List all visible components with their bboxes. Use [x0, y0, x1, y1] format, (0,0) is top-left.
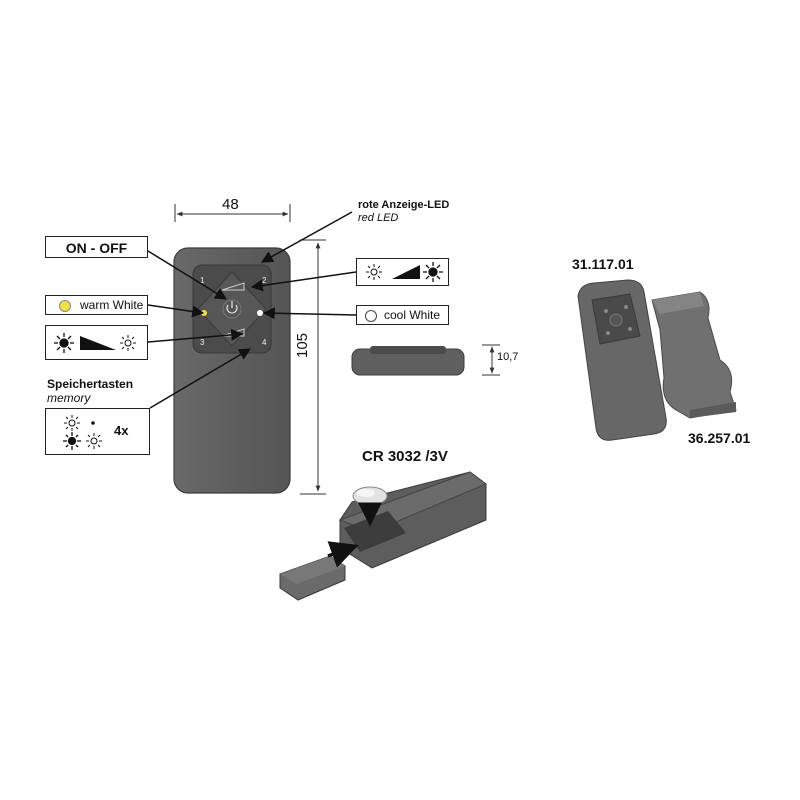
- battery-label: CR 3032 /3V: [362, 448, 448, 465]
- power-icon: [226, 301, 238, 314]
- red-led-label-en: red LED: [358, 212, 399, 224]
- ramp-icon: [221, 282, 245, 291]
- remote-article-number: 31.117.01: [572, 256, 634, 272]
- red-led-label-de: rote Anzeige-LED: [358, 199, 450, 211]
- brightness-up-icon: [366, 262, 443, 282]
- warm-white-led-icon: [59, 300, 71, 312]
- width-dimension-label: 48: [222, 196, 239, 213]
- thickness-dimension: [482, 344, 500, 376]
- button-number-1[interactable]: 1: [200, 276, 205, 285]
- sun-large-icon: [63, 432, 81, 450]
- remote-product-image: [577, 279, 667, 441]
- sun-large-icon: [54, 333, 74, 353]
- cool-led: [257, 310, 263, 316]
- width-dimension: [174, 204, 291, 222]
- memory-label-de: Speichertasten: [47, 377, 134, 391]
- sun-small-icon: [366, 264, 382, 280]
- button-number-4[interactable]: 4: [262, 338, 267, 347]
- cool-white-box: cool White: [356, 305, 449, 325]
- sun-small-icon: [86, 433, 102, 449]
- brightness-up-box: [356, 258, 449, 286]
- holder-article-number: 36.257.01: [688, 430, 751, 446]
- memory-count-label: 4x: [114, 423, 129, 438]
- height-dimension: [300, 239, 326, 495]
- button-number-2[interactable]: 2: [262, 276, 267, 285]
- sun-large-icon: [423, 262, 443, 282]
- ramp-icon: [392, 265, 420, 279]
- memory-box: 4x: [45, 408, 150, 455]
- brightness-down-icon: [54, 333, 136, 353]
- sun-small-icon: [64, 415, 80, 431]
- ramp-icon: [80, 336, 116, 350]
- thickness-dimension-label: 10,7: [497, 351, 519, 363]
- dot-icon: [91, 421, 95, 425]
- brightness-down-box: [45, 325, 148, 360]
- memory-icons: [63, 415, 102, 450]
- warm-white-label: warm White: [80, 298, 144, 312]
- button-number-3[interactable]: 3: [200, 338, 205, 347]
- memory-label-en: memory: [47, 391, 91, 405]
- on-off-label: ON - OFF: [65, 240, 128, 256]
- remote-side-view: [351, 346, 465, 376]
- cool-white-led-icon: [365, 310, 377, 322]
- warm-white-box: warm White: [45, 295, 148, 315]
- height-dimension-label: 105: [294, 332, 311, 358]
- battery-insertion: [279, 471, 487, 601]
- sun-small-icon: [120, 335, 136, 351]
- on-off-label-box: ON - OFF: [45, 236, 148, 258]
- cool-white-label: cool White: [384, 308, 441, 322]
- holder-product-image: [651, 291, 737, 419]
- leader-arrows: [147, 211, 357, 409]
